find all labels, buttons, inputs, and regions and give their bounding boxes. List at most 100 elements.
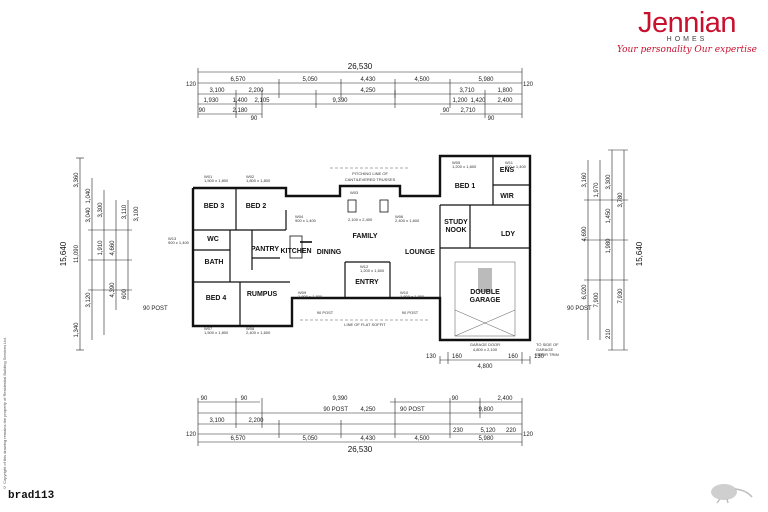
svg-text:1,910: 1,910: [98, 240, 104, 256]
svg-text:W10: W10: [400, 290, 409, 295]
svg-text:CANTILEVERED TRUSSES: CANTILEVERED TRUSSES: [345, 177, 396, 182]
svg-text:4,800: 4,800: [477, 364, 493, 370]
overall-depth-right: 15,640: [635, 241, 644, 266]
svg-text:2,100 x 2,400: 2,100 x 2,400: [348, 217, 373, 222]
svg-text:90 POST: 90 POST: [323, 407, 348, 413]
svg-text:1,800 x 1,800: 1,800 x 1,800: [246, 178, 271, 183]
overall-width-top: 26,530: [348, 62, 373, 71]
jennian-homes-logo: Jennian HOMES Your personality Our exper…: [612, 8, 762, 62]
svg-text:W07: W07: [204, 326, 213, 331]
svg-text:3,120: 3,120: [86, 292, 92, 308]
svg-text:3,780: 3,780: [618, 192, 624, 208]
svg-text:9,800: 9,800: [478, 407, 494, 413]
svg-text:3,300: 3,300: [606, 174, 612, 190]
svg-text:1,200 x 1,600: 1,200 x 1,600: [360, 268, 385, 273]
svg-text:1,500 x 1,800: 1,500 x 1,800: [204, 178, 229, 183]
svg-text:3,100: 3,100: [209, 88, 225, 94]
svg-text:2,200: 2,200: [248, 418, 264, 424]
svg-text:GARAGE DOOR: GARAGE DOOR: [470, 342, 500, 347]
svg-text:W04: W04: [295, 214, 304, 219]
svg-text:2,400 x 1,600: 2,400 x 1,600: [395, 218, 420, 223]
svg-text:90: 90: [251, 116, 258, 122]
svg-text:1,420: 1,420: [470, 98, 486, 104]
svg-text:900 x 1,400: 900 x 1,400: [295, 218, 317, 223]
room-ldy: LDY: [501, 231, 515, 238]
room-wir: WIR: [500, 193, 514, 200]
svg-text:3,710: 3,710: [459, 88, 475, 94]
room-pantry: PANTRY: [251, 246, 279, 253]
svg-text:W01: W01: [204, 174, 213, 179]
svg-text:LINE OF FLAT SOFFIT: LINE OF FLAT SOFFIT: [344, 322, 386, 327]
svg-text:220: 220: [506, 428, 517, 434]
bottom-dim-row2: 3,100 2,200 4,250 9,800 90 POST 90 POST: [209, 407, 494, 424]
svg-text:160: 160: [452, 354, 463, 360]
bottom-dim-row3: 120 6,570 5,050 4,430 4,500 5,980 120: [186, 432, 534, 442]
svg-text:11,090: 11,090: [74, 244, 80, 263]
svg-text:130: 130: [534, 354, 545, 360]
svg-text:90: 90: [443, 108, 450, 114]
svg-text:5,980: 5,980: [478, 77, 494, 83]
room-garage-line1: DOUBLE: [470, 289, 500, 296]
svg-text:4,500: 4,500: [414, 436, 430, 442]
svg-text:90 POST: 90 POST: [400, 407, 425, 413]
svg-text:90 POST: 90 POST: [567, 306, 592, 312]
svg-text:90 POST: 90 POST: [402, 310, 419, 315]
svg-text:90: 90: [241, 396, 248, 402]
garage-slab: [454, 261, 516, 337]
svg-text:W13: W13: [168, 236, 177, 241]
svg-text:210: 210: [606, 328, 612, 339]
room-rumpus: RUMPUS: [247, 291, 278, 298]
svg-text:1,340: 1,340: [74, 322, 80, 338]
svg-text:7,900: 7,900: [594, 292, 600, 308]
room-bed3: BED 3: [204, 203, 225, 210]
bottom-dim-row4: 5,120 220 230: [453, 428, 517, 434]
svg-text:9,390: 9,390: [332, 396, 348, 402]
plan-notes: PITCHING LINE OF CANTILEVERED TRUSSES LI…: [317, 171, 559, 357]
svg-text:2,400: 2,400: [497, 98, 513, 104]
svg-text:3,100: 3,100: [209, 418, 225, 424]
svg-text:600 x 1,400: 600 x 1,400: [505, 164, 527, 169]
svg-text:2,400: 2,400: [497, 396, 513, 402]
svg-text:1,500 x 1,800: 1,500 x 1,800: [204, 330, 229, 335]
svg-text:4,690: 4,690: [582, 226, 588, 242]
svg-text:W08: W08: [246, 326, 255, 331]
svg-text:600: 600: [122, 288, 128, 299]
svg-text:90: 90: [199, 108, 206, 114]
svg-text:5,120: 5,120: [480, 428, 496, 434]
svg-text:1,800: 1,800: [497, 88, 513, 94]
svg-text:W11: W11: [505, 160, 514, 165]
svg-text:4,430: 4,430: [360, 77, 376, 83]
svg-text:90: 90: [452, 396, 459, 402]
svg-text:4,250: 4,250: [360, 88, 376, 94]
svg-text:6,570: 6,570: [230, 436, 246, 442]
room-wc: WC: [207, 236, 219, 243]
svg-text:3,040: 3,040: [86, 207, 92, 223]
garage-dim-lines: [439, 352, 531, 364]
logo-brand: Jennian: [637, 7, 737, 39]
room-family: FAMILY: [352, 233, 377, 240]
svg-text:W03: W03: [350, 190, 359, 195]
svg-text:160: 160: [508, 354, 519, 360]
svg-text:2,180: 2,180: [232, 108, 248, 114]
svg-text:1,200 x 1,600: 1,200 x 1,600: [452, 164, 477, 169]
svg-text:W02: W02: [246, 174, 255, 179]
room-labels: BED 1 ENS WIR STUDY NOOK LDY BED 2 BED 3…: [204, 167, 516, 304]
svg-text:5,980: 5,980: [478, 436, 494, 442]
svg-text:120: 120: [186, 82, 197, 88]
room-garage-line2: GARAGE: [470, 297, 501, 304]
room-ens: ENS: [500, 167, 515, 174]
room-bed1: BED 1: [455, 183, 476, 190]
room-dining: DINING: [317, 249, 342, 256]
left-dim-labels: 3,360 1,040 3,040 3,300 4,660 3,110 3,10…: [74, 172, 168, 338]
overall-depth-left: 15,640: [59, 241, 68, 266]
window-tags: W01 1,500 x 1,800 W02 1,800 x 1,800 W03 …: [168, 160, 527, 335]
svg-text:120: 120: [523, 82, 534, 88]
svg-text:5,050: 5,050: [302, 436, 318, 442]
svg-text:W09: W09: [298, 290, 307, 295]
svg-text:6,020: 6,020: [582, 284, 588, 300]
dimension-lines-right: [584, 149, 628, 351]
svg-text:1,930: 1,930: [203, 98, 219, 104]
svg-text:1,400: 1,400: [232, 98, 248, 104]
right-dim-labels: 3,160 1,970 3,300 4,690 7,900 1,450 3,78…: [567, 172, 624, 339]
svg-text:2,710: 2,710: [460, 108, 476, 114]
